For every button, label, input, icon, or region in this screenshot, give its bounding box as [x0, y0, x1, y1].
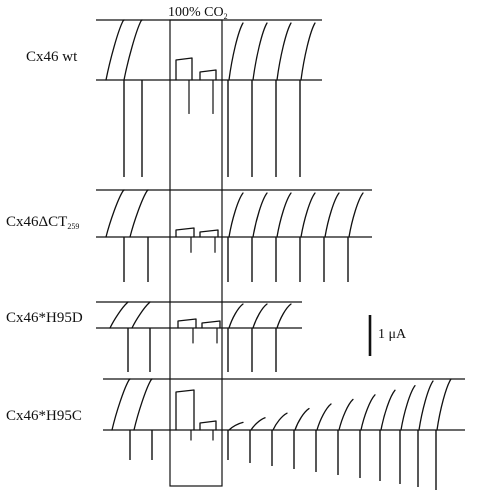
current-trace-wt [252, 22, 268, 81]
current-trace-h95c [436, 378, 452, 431]
current-trace-dct [300, 192, 316, 238]
current-trace-wt [300, 22, 316, 81]
co2-current-trace-h95c [199, 420, 217, 431]
current-trace-h95d [109, 301, 129, 329]
co2-current-trace-wt [199, 69, 217, 81]
current-trace-h95c [418, 380, 434, 431]
co2-current-trace-h95d [177, 318, 197, 329]
co2-current-trace-h95d [201, 320, 221, 329]
co2-current-trace-dct [175, 227, 195, 238]
current-trace-h95c [133, 378, 153, 431]
current-trace-dct [228, 192, 244, 238]
current-trace-h95c [272, 412, 288, 431]
current-trace-h95c [400, 384, 416, 431]
trace-label-h95c: Cx46*H95C [6, 408, 82, 424]
co2-current-trace-dct [199, 229, 219, 238]
current-trace-h95c [228, 421, 244, 431]
current-trace-dct [105, 189, 125, 238]
current-trace-h95d [252, 303, 268, 329]
co2-current-trace-h95c [175, 389, 195, 431]
trace-label-wt: Cx46 wt [26, 49, 78, 65]
current-trace-h95c [250, 417, 266, 431]
current-trace-wt [276, 22, 292, 81]
stimulus-box [169, 19, 223, 487]
current-trace-h95d [228, 303, 244, 329]
co2-current-trace-wt [175, 57, 193, 81]
current-trace-wt [228, 22, 244, 81]
current-trace-wt [105, 19, 125, 81]
scale-bar-label: 1 μA [378, 327, 407, 342]
trace-label-dct: Cx46ΔCT259 [6, 214, 80, 231]
current-trace-h95c [360, 394, 376, 431]
current-trace-h95c [380, 389, 396, 431]
current-trace-dct [348, 192, 364, 238]
current-trace-h95d [276, 303, 292, 329]
current-trace-dct [276, 192, 292, 238]
current-trace-h95c [316, 403, 332, 431]
current-trace-wt [123, 19, 143, 81]
current-trace-h95c [111, 378, 131, 431]
stimulus-label: 100% CO2 [168, 5, 228, 21]
current-trace-h95d [131, 301, 151, 329]
current-trace-h95c [338, 398, 354, 431]
current-trace-h95c [294, 407, 310, 431]
trace-label-h95d: Cx46*H95D [6, 310, 83, 326]
current-trace-dct [252, 192, 268, 238]
current-trace-dct [129, 189, 149, 238]
current-trace-dct [324, 192, 340, 238]
